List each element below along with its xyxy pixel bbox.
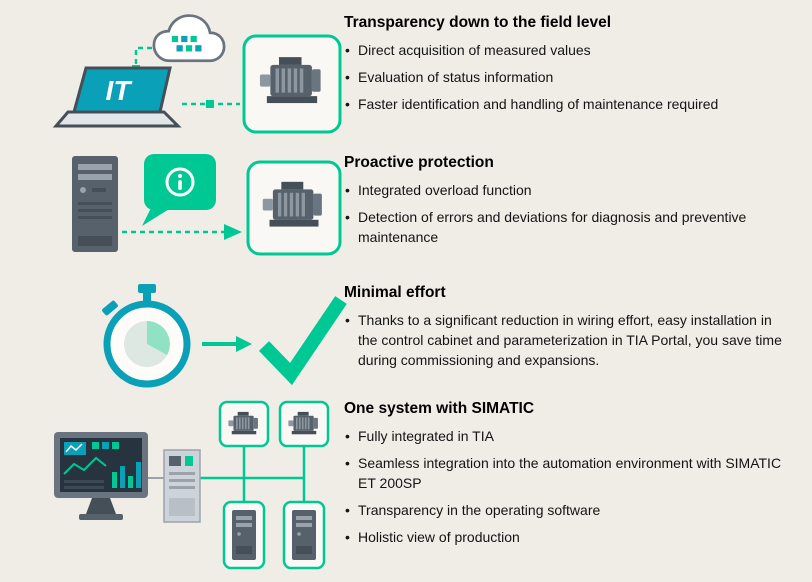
transparency-text: Transparency down to the field level Dir… <box>338 10 812 122</box>
networked-server-icon <box>282 500 326 570</box>
section-minimal-effort: Minimal effort Thanks to a significant r… <box>0 280 812 396</box>
networked-server-icon <box>222 500 266 570</box>
server-message-motor-icon <box>72 154 342 256</box>
bullet-item: Seamless integration into the automation… <box>344 454 784 494</box>
bullet-item: Direct acquisition of measured values <box>344 41 784 61</box>
pc-tower-icon <box>72 156 118 252</box>
proactive-illustration <box>0 150 342 264</box>
bullet-list: Thanks to a significant reduction in wir… <box>344 311 784 371</box>
bullet-item: Fully integrated in TIA <box>344 427 784 447</box>
bullet-item: Detection of errors and deviations for d… <box>344 208 784 248</box>
section-title: Proactive protection <box>344 154 494 171</box>
bullet-list: Fully integrated in TIA Seamless integra… <box>344 427 784 547</box>
networked-motor-icon <box>278 400 330 448</box>
bullet-item: Thanks to a significant reduction in wir… <box>344 311 784 371</box>
section-title: One system with SIMATIC <box>344 400 535 417</box>
proactive-text: Proactive protection Integrated overload… <box>338 150 812 255</box>
plc-icon <box>163 449 201 523</box>
bullet-item: Faster identification and handling of ma… <box>344 95 784 115</box>
connector-node <box>206 100 214 108</box>
section-proactive-protection: Proactive protection Integrated overload… <box>0 150 812 280</box>
minimal-effort-text: Minimal effort Thanks to a significant r… <box>338 280 812 378</box>
cloud-icon <box>152 14 226 63</box>
bullet-item: Integrated overload function <box>344 181 784 201</box>
one-system-illustration <box>0 396 338 572</box>
one-system-text: One system with SIMATIC Fully integrated… <box>338 396 812 554</box>
motor-icon <box>242 34 342 134</box>
section-title: Transparency down to the field level <box>344 14 612 31</box>
networked-motor-icon <box>218 400 270 448</box>
bullet-list: Direct acquisition of measured values Ev… <box>344 41 784 115</box>
section-one-system: One system with SIMATIC Fully integrated… <box>0 396 812 582</box>
it-label: IT <box>106 75 134 106</box>
bullet-item: Evaluation of status information <box>344 68 784 88</box>
bullet-item: Transparency in the operating software <box>344 501 784 521</box>
cloud-laptop-connector <box>134 46 152 70</box>
minimal-effort-illustration <box>0 280 347 394</box>
transparency-illustration: IT <box>0 10 342 140</box>
arrow-right-icon <box>202 336 252 352</box>
bullet-item: Holistic view of production <box>344 528 784 548</box>
section-transparency: IT Transparency down to the field level … <box>0 10 812 150</box>
arrowhead <box>224 224 242 240</box>
speech-bubble-info-icon <box>142 154 216 226</box>
network-lines <box>148 446 306 502</box>
cloud-laptop-motor-icon: IT <box>52 14 342 134</box>
laptop-it-icon: IT <box>52 66 182 128</box>
stopwatch-icon <box>102 284 191 388</box>
bullet-list: Integrated overload function Detection o… <box>344 181 784 248</box>
monitor-dashboard-icon <box>54 432 148 520</box>
motor-icon <box>246 160 342 256</box>
checkmark-icon <box>258 296 347 386</box>
section-title: Minimal effort <box>344 284 446 301</box>
stopwatch-checkmark-icon <box>102 284 347 388</box>
monitor-plc-network-icon <box>54 400 330 570</box>
